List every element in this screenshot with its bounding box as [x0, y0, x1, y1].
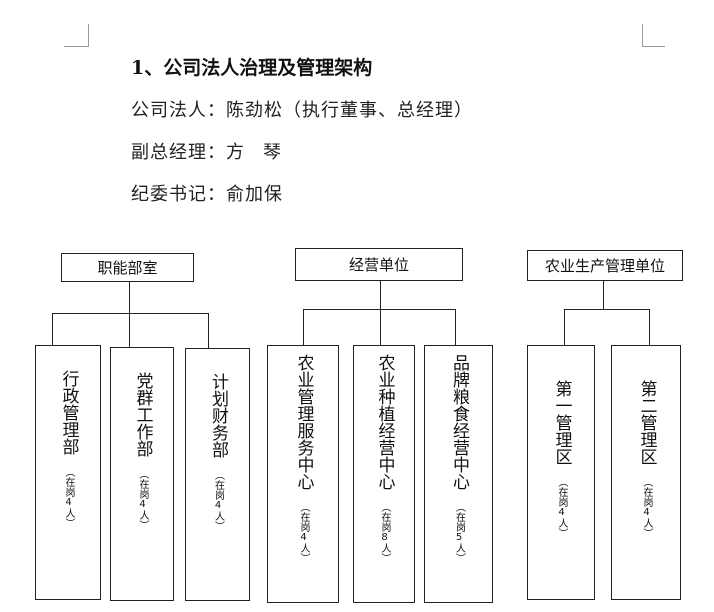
legal-representative-line: 公司法人：陈劲松（执行董事、总经理） — [131, 96, 473, 122]
discipline-secretary-line: 纪委书记：俞加保 — [131, 180, 283, 206]
unit-box: 第一管理区 （在岗4人） — [527, 345, 595, 600]
unit-name: 行政管理部 — [58, 370, 79, 455]
crop-mark-top-right — [642, 24, 665, 47]
deputy-gm-name-part-2: 琴 — [263, 142, 282, 163]
section-heading: 1、公司法人治理及管理架构 — [131, 57, 373, 79]
unit-staff-count: （在岗8人） — [379, 502, 390, 563]
legal-representative-name: 陈劲松（执行董事、总经理） — [226, 100, 473, 121]
unit-name: 品牌粮食经营中心 — [449, 354, 469, 490]
unit-box: 品牌粮食经营中心 （在岗5人） — [424, 345, 493, 603]
group-box-functional-depts: 职能部室 — [61, 253, 194, 282]
unit-name: 计划财务部 — [208, 373, 228, 458]
unit-box: 农业管理服务中心 （在岗4人） — [267, 345, 339, 603]
unit-staff-count: （在岗4人） — [63, 467, 74, 528]
unit-staff-count: （在岗4人） — [137, 469, 148, 530]
unit-staff-count: （在岗4人） — [212, 470, 224, 531]
legal-representative-role: 公司法人： — [131, 100, 226, 121]
unit-staff-count: （在岗4人） — [556, 477, 567, 538]
unit-name: 农业管理服务中心 — [293, 354, 314, 490]
unit-box: 党群工作部 （在岗4人） — [110, 347, 174, 601]
deputy-gm-line: 副总经理：方琴 — [131, 138, 282, 164]
group-box-agri-production-units: 农业生产管理单位 — [527, 250, 683, 281]
unit-staff-count: （在岗4人） — [641, 477, 652, 538]
unit-box: 行政管理部 （在岗4人） — [35, 345, 101, 600]
discipline-secretary-role: 纪委书记： — [131, 184, 226, 205]
deputy-gm-role: 副总经理： — [131, 142, 226, 163]
unit-box: 第二管理区 （在岗4人） — [611, 345, 681, 600]
unit-name: 第二管理区 — [636, 380, 657, 465]
unit-name: 第一管理区 — [551, 380, 572, 465]
group-title: 经营单位 — [348, 256, 409, 274]
deputy-gm-name-part-1: 方 — [226, 142, 245, 163]
unit-box: 农业种植经营中心 （在岗8人） — [353, 345, 415, 603]
crop-mark-top-left — [64, 24, 89, 47]
group-box-business-units: 经营单位 — [295, 248, 463, 281]
group-title: 职能部室 — [97, 259, 158, 277]
unit-name: 党群工作部 — [132, 372, 153, 457]
unit-staff-count: （在岗5人） — [453, 502, 465, 563]
unit-staff-count: （在岗4人） — [298, 502, 309, 563]
unit-name: 农业种植经营中心 — [374, 354, 395, 490]
group-title: 农业生产管理单位 — [544, 257, 665, 275]
unit-box: 计划财务部 （在岗4人） — [185, 348, 250, 601]
discipline-secretary-name: 俞加保 — [226, 184, 283, 205]
